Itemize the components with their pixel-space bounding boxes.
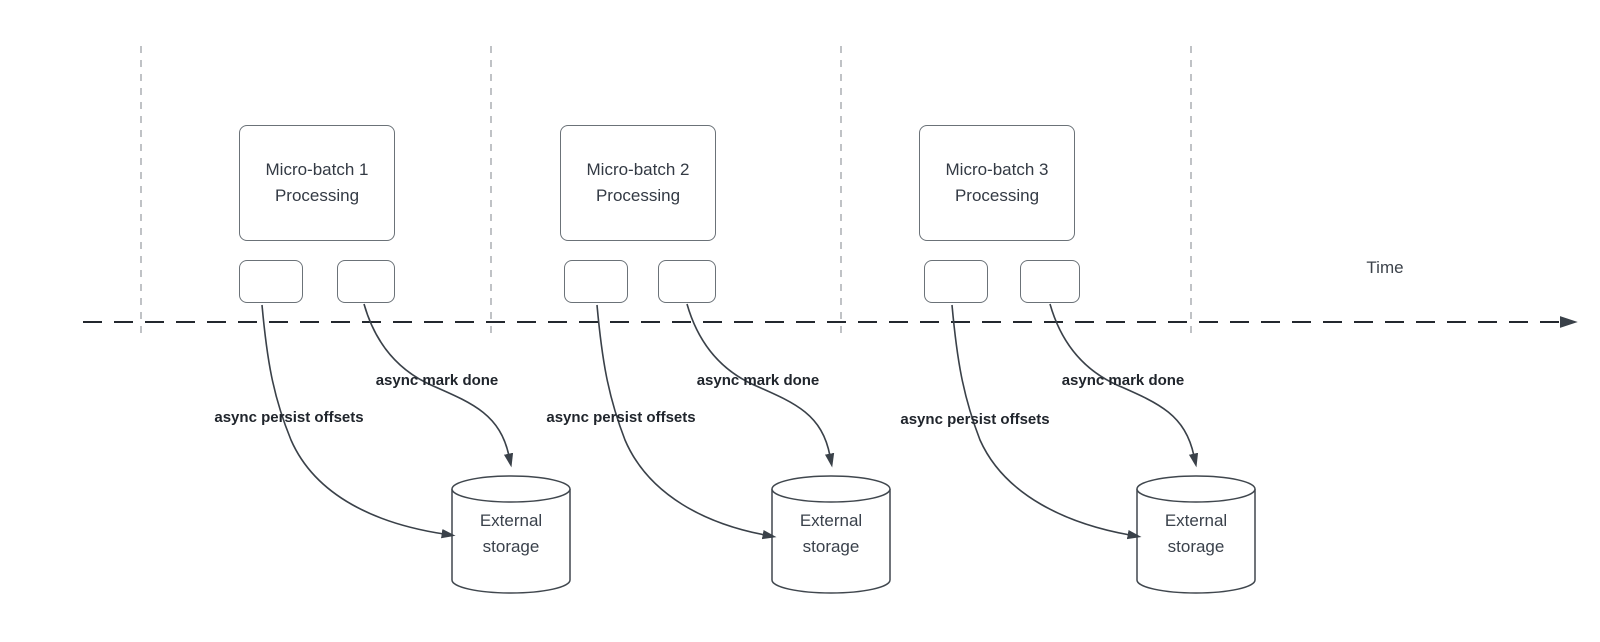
persist-offsets-label-2: async persist offsets bbox=[546, 409, 696, 426]
micro-batch-1-offset-box bbox=[239, 260, 303, 303]
persist-offsets-label-3: async persist offsets bbox=[900, 411, 1050, 428]
micro-batch-2-processing-label: Micro-batch 2 Processing bbox=[586, 160, 690, 205]
micro-batch-3-processing-label: Micro-batch 3 Processing bbox=[945, 160, 1049, 205]
micro-batch-1-processing-box: Micro-batch 1 Processing bbox=[239, 125, 395, 241]
mark-done-label-3: async mark done bbox=[1061, 372, 1185, 389]
persist-offsets-arrow-1 bbox=[261, 304, 456, 539]
micro-batch-2-done-box bbox=[658, 260, 716, 303]
mark-done-arrow-1 bbox=[363, 303, 514, 468]
persist-offsets-label-1: async persist offsets bbox=[214, 409, 364, 426]
micro-batch-2-processing-box: Micro-batch 2 Processing bbox=[560, 125, 716, 241]
micro-batch-1-done-box bbox=[337, 260, 395, 303]
time-slot-guide-lines bbox=[140, 46, 1192, 337]
persist-offsets-arrow-2 bbox=[596, 304, 777, 540]
mark-done-label-1: async mark done bbox=[375, 372, 499, 389]
micro-batch-1-processing-label: Micro-batch 1 Processing bbox=[265, 160, 369, 205]
mark-done-arrow-2 bbox=[686, 303, 835, 468]
external-storage-cylinder-3 bbox=[1136, 475, 1256, 594]
external-storage-cylinder-2 bbox=[771, 475, 891, 594]
micro-batch-2-offset-box bbox=[564, 260, 628, 303]
external-storage-label-3: External storage bbox=[1164, 511, 1228, 556]
micro-batch-3-offset-box bbox=[924, 260, 988, 303]
mark-done-label-2: async mark done bbox=[696, 372, 820, 389]
micro-batch-3-done-box bbox=[1020, 260, 1080, 303]
mark-done-arrow-3 bbox=[1049, 303, 1199, 468]
micro-batch-3-processing-box: Micro-batch 3 Processing bbox=[919, 125, 1075, 241]
external-storage-cylinder-1 bbox=[451, 475, 571, 594]
external-storage-label-2: External storage bbox=[799, 511, 863, 556]
time-axis-label: Time bbox=[1366, 258, 1404, 277]
persist-offsets-arrow-3 bbox=[951, 304, 1142, 540]
external-storage-label-1: External storage bbox=[479, 511, 543, 556]
